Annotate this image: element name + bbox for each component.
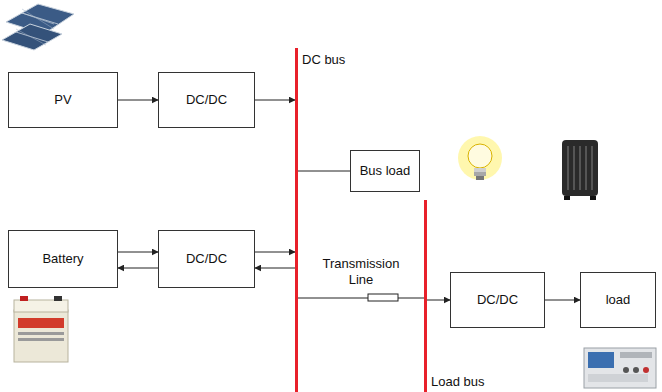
heater-picture bbox=[562, 140, 598, 200]
connector bbox=[255, 268, 295, 269]
solar-panel-picture bbox=[2, 4, 74, 50]
converter-box: DC/DC bbox=[158, 230, 255, 288]
connector bbox=[118, 100, 158, 101]
box-label: PV bbox=[54, 92, 71, 108]
connector bbox=[298, 171, 350, 172]
instrument-picture bbox=[584, 348, 656, 388]
connector bbox=[118, 252, 158, 253]
connector bbox=[298, 298, 424, 299]
connector bbox=[427, 300, 450, 301]
converter-box: DC/DC bbox=[158, 72, 255, 128]
source-box: PV bbox=[8, 72, 118, 128]
edge-label: Transmission Line bbox=[311, 256, 411, 289]
light-bulb-picture bbox=[458, 136, 502, 180]
connector bbox=[255, 100, 295, 101]
connector bbox=[118, 268, 158, 269]
bus-label: DC bus bbox=[302, 52, 345, 67]
box-label: Battery bbox=[42, 251, 83, 267]
box-label: DC/DC bbox=[186, 251, 227, 267]
box-label: DC/DC bbox=[186, 92, 227, 108]
converter-box: DC/DC bbox=[450, 272, 545, 328]
box-label: DC/DC bbox=[477, 292, 518, 308]
connector bbox=[255, 252, 295, 253]
box-label: load bbox=[606, 292, 631, 308]
box-label: Bus load bbox=[360, 163, 411, 179]
dc-bus: DC bus bbox=[295, 48, 298, 392]
battery-picture bbox=[14, 296, 68, 362]
connector bbox=[545, 300, 580, 301]
transmission-line-symbol bbox=[368, 294, 398, 301]
load-bus: Load bus bbox=[424, 200, 427, 392]
storage-box: Battery bbox=[8, 230, 118, 288]
load-box: Bus load bbox=[350, 150, 420, 192]
load-box: load bbox=[580, 272, 656, 328]
bus-label: Load bus bbox=[431, 374, 485, 389]
